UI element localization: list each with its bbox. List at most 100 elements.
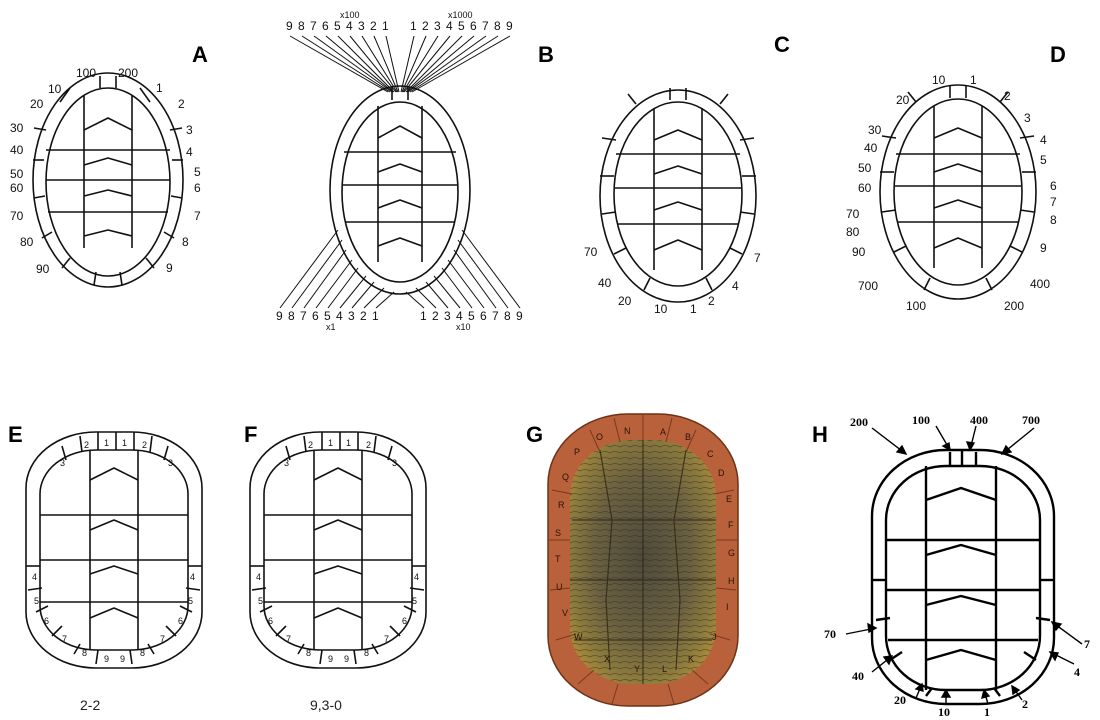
label-e-top-2b: 2: [142, 440, 147, 450]
arrows-h: [846, 426, 1082, 704]
label-a-left-9: 90: [36, 262, 50, 276]
label-b-bl-1: 1: [372, 309, 379, 323]
label-c-7: 7: [754, 251, 761, 265]
label-d-700: 700: [858, 279, 878, 293]
label-e-left-5: 5: [34, 596, 39, 606]
label-f-top-2b: 2: [366, 440, 371, 450]
label-b-tr-9: 9: [506, 19, 513, 33]
label-d-9: 9: [1040, 241, 1047, 255]
scute-lines-b: [343, 86, 457, 262]
label-h-700: 700: [1022, 413, 1040, 427]
panel-g: G A B C D E F G H I: [526, 414, 738, 706]
label-b-tr-1: 1: [410, 19, 417, 33]
scute-letter-w: W: [574, 632, 583, 642]
label-b-br-8: 8: [504, 309, 511, 323]
label-a-right-4: 4: [186, 145, 193, 159]
scute-lines-c: [600, 88, 756, 290]
panel-label-h: H: [812, 422, 828, 447]
label-d-5: 5: [1040, 153, 1047, 167]
scute-letter-s: S: [555, 528, 561, 538]
panel-d: D 20 30 40 50 60 70 80: [846, 42, 1066, 313]
scute-letter-h: H: [728, 576, 735, 586]
label-b-tl-1: 1: [382, 19, 389, 33]
label-h-200: 200: [850, 415, 868, 429]
label-f-right-6: 6: [402, 616, 407, 626]
label-a-right-9: 9: [166, 261, 173, 275]
panel-label-a: A: [192, 42, 208, 67]
label-e-top-2a: 2: [84, 440, 89, 450]
label-f-top-1a: 1: [328, 438, 333, 448]
label-e-top-1a: 1: [104, 438, 109, 448]
label-b-br-7: 7: [492, 309, 499, 323]
label-d-3: 3: [1024, 111, 1031, 125]
carapace-inner-a: [46, 88, 170, 276]
label-b-br-6: 6: [480, 309, 487, 323]
caption-e: 2-2: [80, 697, 100, 713]
numbers-h: 200 100 400 700 70 40 20 10 1 2 4 7: [824, 413, 1090, 719]
label-h-7: 7: [1084, 637, 1090, 651]
leader-lines-b: [280, 36, 520, 308]
label-a-left-1: 10: [48, 82, 62, 96]
label-c-70: 70: [584, 245, 598, 259]
carapace-inner-h: [886, 466, 1040, 690]
scute-letter-y: Y: [634, 664, 640, 674]
scute-letter-v: V: [562, 608, 568, 618]
label-b-bl-3: 3: [348, 309, 355, 323]
label-c-20: 20: [618, 294, 632, 308]
scute-letter-u: U: [556, 582, 563, 592]
label-b-bl-6: 6: [312, 309, 319, 323]
label-f-right-8: 8: [364, 648, 369, 658]
label-f-left-8: 8: [306, 648, 311, 658]
label-b-bl-2: 2: [360, 309, 367, 323]
label-b-tl-5: 5: [334, 19, 341, 33]
numbers-a: 10 20 30 40 50 60 70 80 90 100 200 1 2 3…: [10, 66, 201, 276]
label-c-40: 40: [598, 276, 612, 290]
label-h-20: 20: [894, 693, 906, 707]
label-f-right-9: 9: [344, 654, 349, 664]
panel-c: C 70 40 20 10 1 2 4 7: [584, 32, 790, 316]
label-f-right-4: 4: [414, 572, 419, 582]
scute-letter-l: L: [662, 664, 667, 674]
label-e-left-8: 8: [82, 648, 87, 658]
label-f-right-5: 5: [412, 596, 417, 606]
label-d-90: 90: [852, 245, 866, 259]
label-d-40: 40: [864, 141, 878, 155]
label-b-br-9: 9: [516, 309, 523, 323]
scute-letter-n: N: [624, 426, 631, 436]
label-d-4: 4: [1040, 133, 1047, 147]
label-d-100: 100: [906, 299, 926, 313]
carapace-outline-c: [600, 90, 756, 302]
label-e-left-9: 9: [104, 654, 109, 664]
label-a-right-1: 1: [156, 81, 163, 95]
label-d-20: 20: [896, 93, 910, 107]
scute-letter-o: O: [596, 432, 603, 442]
label-b-br-5: 5: [468, 309, 475, 323]
label-a-top-1: 100: [76, 66, 96, 80]
scute-letter-f: F: [728, 520, 734, 530]
label-b-tr-8: 8: [494, 19, 501, 33]
label-a-right-8: 8: [182, 235, 189, 249]
label-f-top-3a: 3: [284, 458, 289, 468]
panel-a: A 10 20 30 40 50 60: [10, 42, 208, 287]
label-h-10: 10: [938, 705, 950, 719]
carapace-inner-b: [342, 102, 458, 282]
label-f-top-2a: 2: [308, 440, 313, 450]
panel-e: E 3 2 1 1 2 3: [8, 422, 202, 713]
label-a-right-6: 6: [194, 181, 201, 195]
panel-label-d: D: [1050, 42, 1066, 67]
label-d-60: 60: [858, 181, 872, 195]
label-e-right-8: 8: [140, 648, 145, 658]
scute-letter-k: K: [688, 654, 694, 664]
label-b-tr-7: 7: [482, 19, 489, 33]
scute-letter-j: J: [712, 632, 717, 642]
label-f-left-6: 6: [268, 616, 273, 626]
label-e-right-9: 9: [120, 654, 125, 664]
label-h-4: 4: [1074, 665, 1080, 679]
label-c-2: 2: [708, 294, 715, 308]
scute-letter-c: C: [707, 449, 714, 459]
label-b-tl-2: 2: [370, 19, 377, 33]
label-d-200: 200: [1004, 299, 1024, 313]
label-e-top-1b: 1: [122, 438, 127, 448]
scute-letter-p: P: [574, 447, 580, 457]
